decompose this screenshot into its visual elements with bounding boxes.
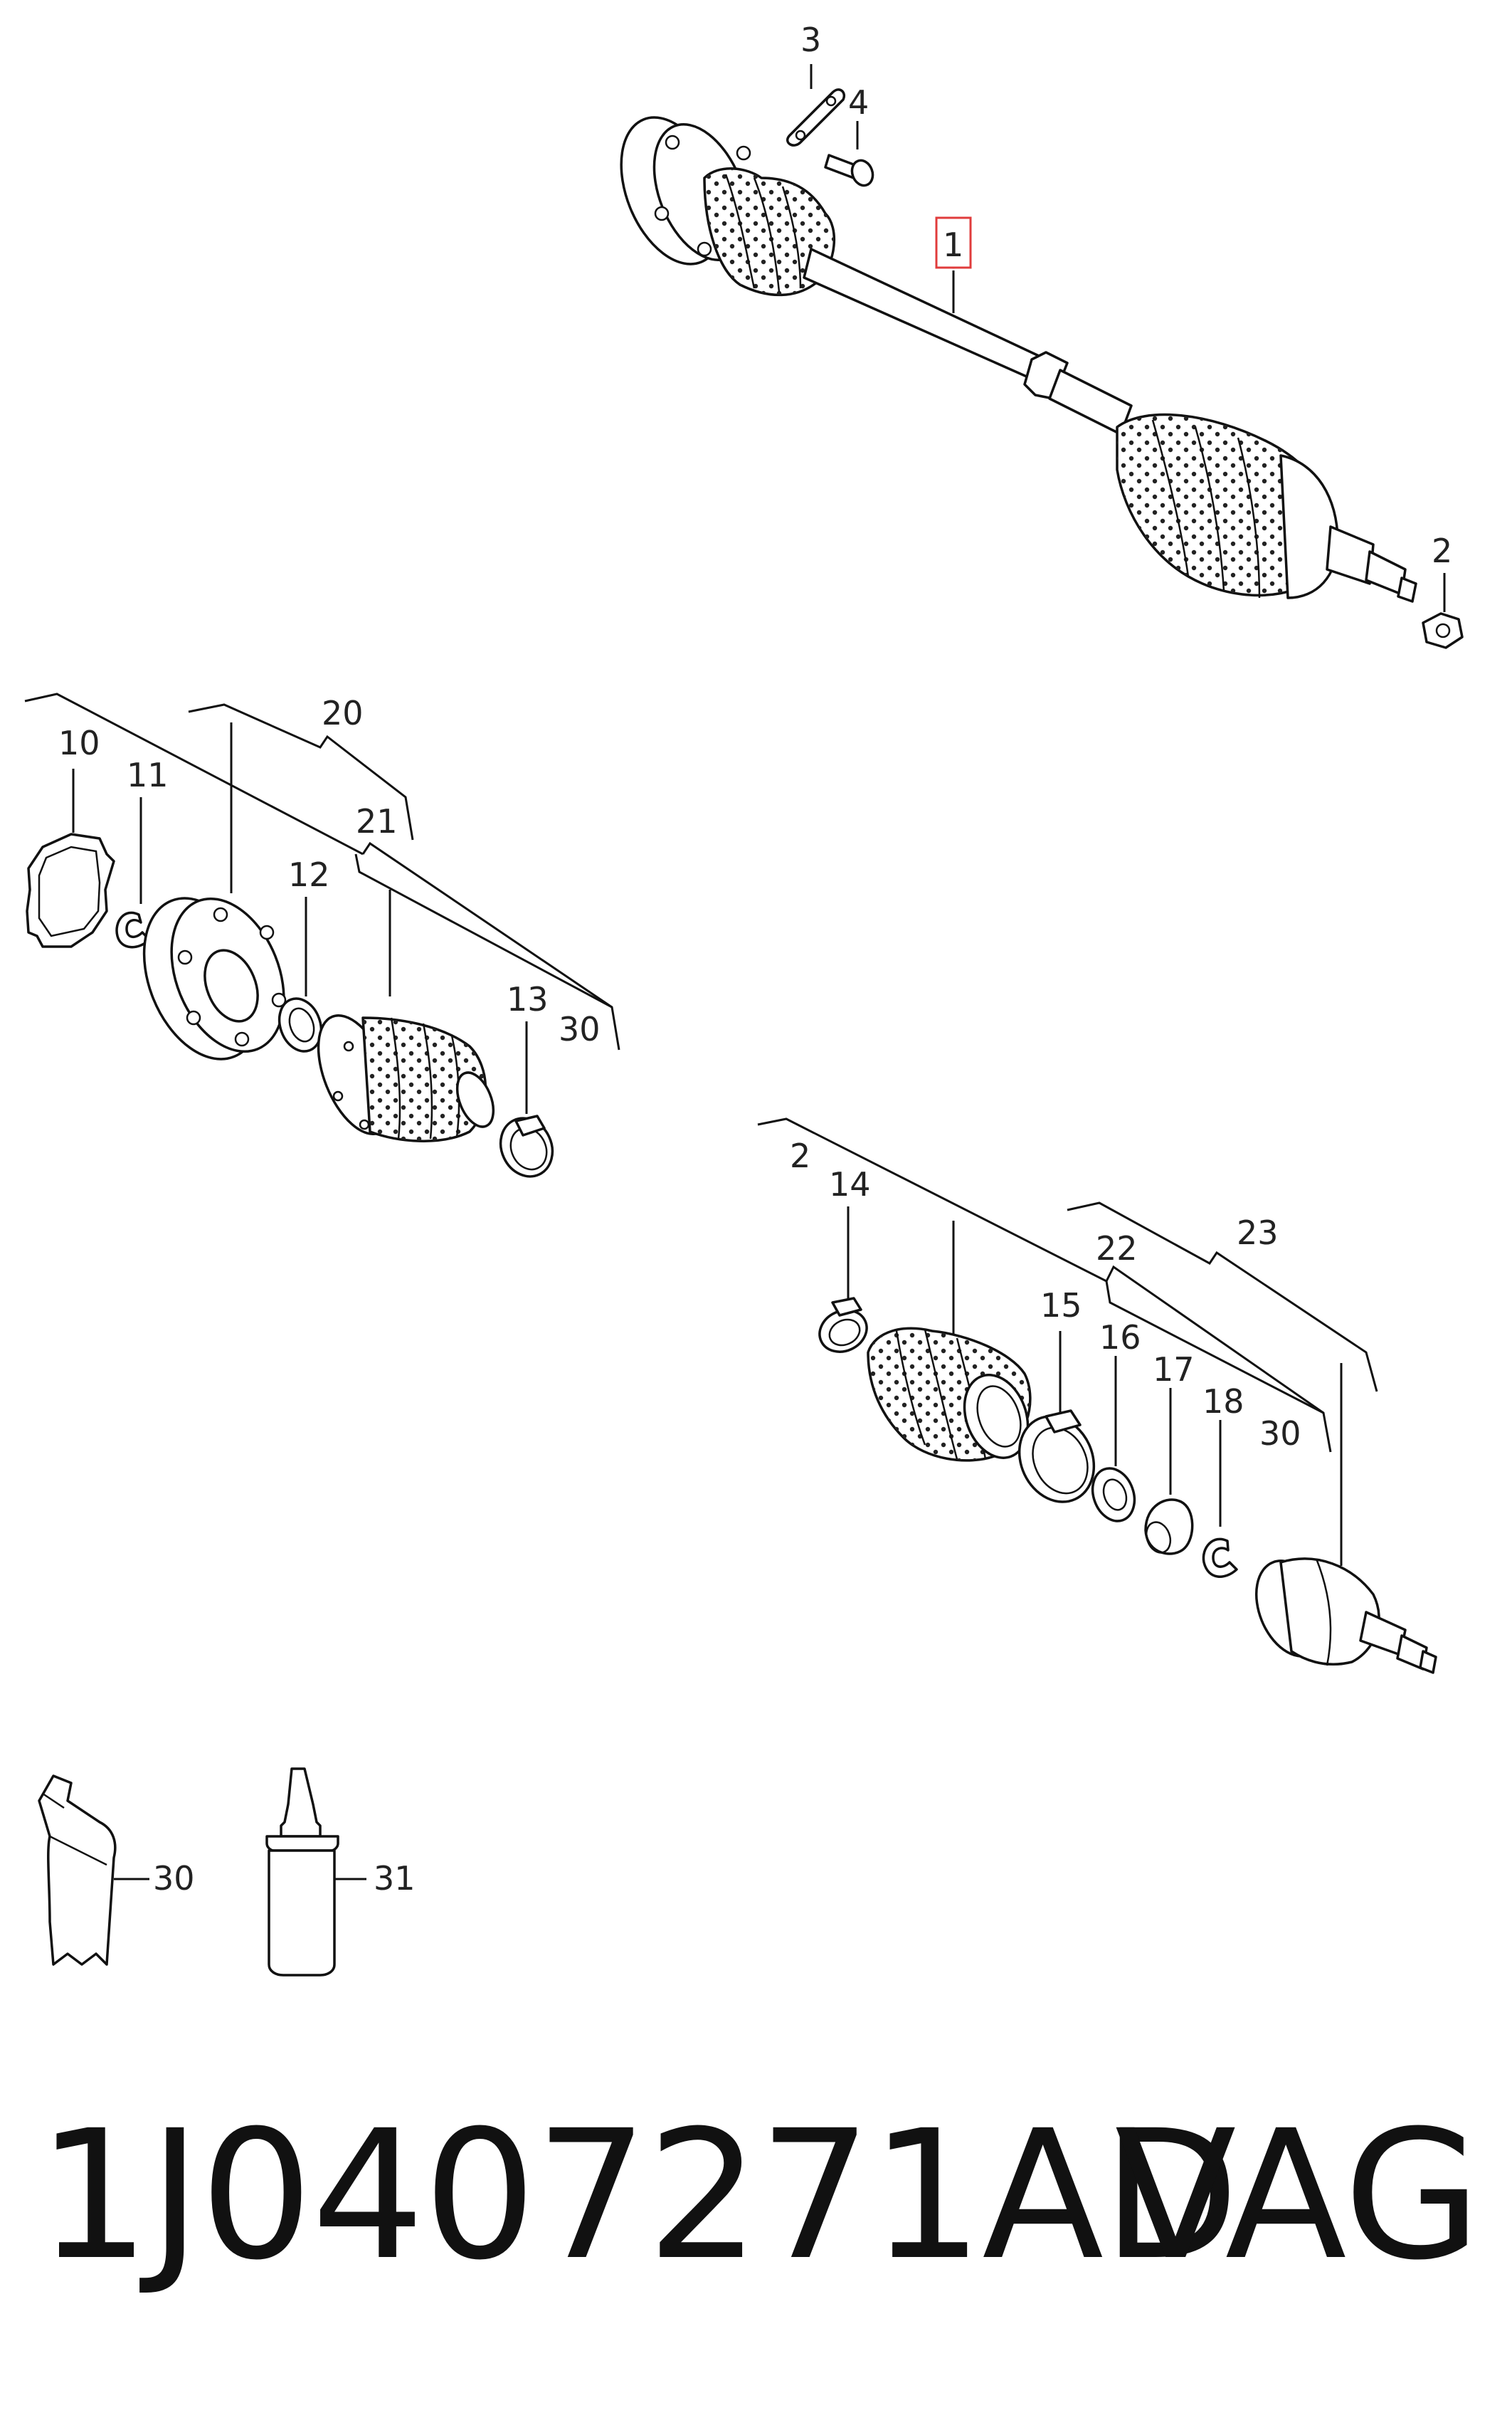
- bolt[interactable]: [824, 154, 876, 189]
- footer: 1J0407271AD VAG: [37, 2078, 1481, 2313]
- grease-tube[interactable]: [38, 1774, 117, 1966]
- label-3: 3: [800, 21, 821, 59]
- label-11: 11: [127, 756, 169, 794]
- bracket-line-23: [1067, 1201, 1378, 1392]
- cv-joint-housing[interactable]: [122, 880, 305, 1076]
- label-23: 23: [1237, 1214, 1279, 1252]
- bracket-line-20: [188, 703, 414, 841]
- label-1[interactable]: 1: [943, 226, 963, 264]
- label-21: 21: [356, 802, 398, 841]
- clamp-left[interactable]: [492, 1110, 562, 1185]
- bracket-line-30-left: [361, 841, 620, 1051]
- clamp-small[interactable]: [813, 1297, 873, 1359]
- drive-shaft-assembly[interactable]: [601, 102, 1417, 603]
- clamp-large[interactable]: [1005, 1404, 1107, 1515]
- label-16: 16: [1099, 1318, 1141, 1357]
- bracket-line-10-30: [24, 693, 364, 856]
- label-14: 14: [829, 1165, 871, 1204]
- label-31: 31: [374, 1859, 416, 1898]
- lock-plate[interactable]: [786, 88, 845, 147]
- label-2-top: 2: [1432, 532, 1452, 570]
- bracket-line-22: [1105, 1280, 1324, 1414]
- sealant-bottle[interactable]: [265, 1767, 339, 1977]
- label-30-tube: 30: [153, 1859, 195, 1898]
- label-2-right: 2: [790, 1137, 810, 1175]
- washer-right[interactable]: [1086, 1463, 1142, 1527]
- brand-name: VAG: [1114, 2092, 1481, 2299]
- washer-left[interactable]: [273, 993, 329, 1058]
- bracket-line-2-30: [757, 1117, 1332, 1453]
- label-13: 13: [507, 980, 549, 1019]
- boot-inner[interactable]: [303, 1005, 500, 1145]
- label-30-left: 30: [559, 1010, 601, 1048]
- label-12: 12: [288, 856, 330, 894]
- label-4: 4: [848, 83, 869, 122]
- cv-joint-outer[interactable]: [1243, 1550, 1437, 1674]
- part-number: 1J0407271AD: [37, 2092, 1239, 2299]
- label-30-right: 30: [1259, 1414, 1301, 1453]
- circlip-right[interactable]: [1202, 1537, 1238, 1578]
- label-18: 18: [1202, 1382, 1244, 1421]
- bracket-line-21: [354, 853, 613, 1009]
- label-20: 20: [322, 694, 364, 732]
- label-10: 10: [58, 724, 100, 762]
- label-22: 22: [1096, 1229, 1138, 1268]
- label-17: 17: [1153, 1350, 1195, 1389]
- boot-outer[interactable]: [867, 1327, 1039, 1466]
- highlight-box: [935, 216, 972, 269]
- label-15: 15: [1040, 1286, 1082, 1325]
- dished-washer[interactable]: [1142, 1498, 1194, 1556]
- gasket[interactable]: [26, 833, 115, 948]
- nut[interactable]: [1422, 612, 1464, 649]
